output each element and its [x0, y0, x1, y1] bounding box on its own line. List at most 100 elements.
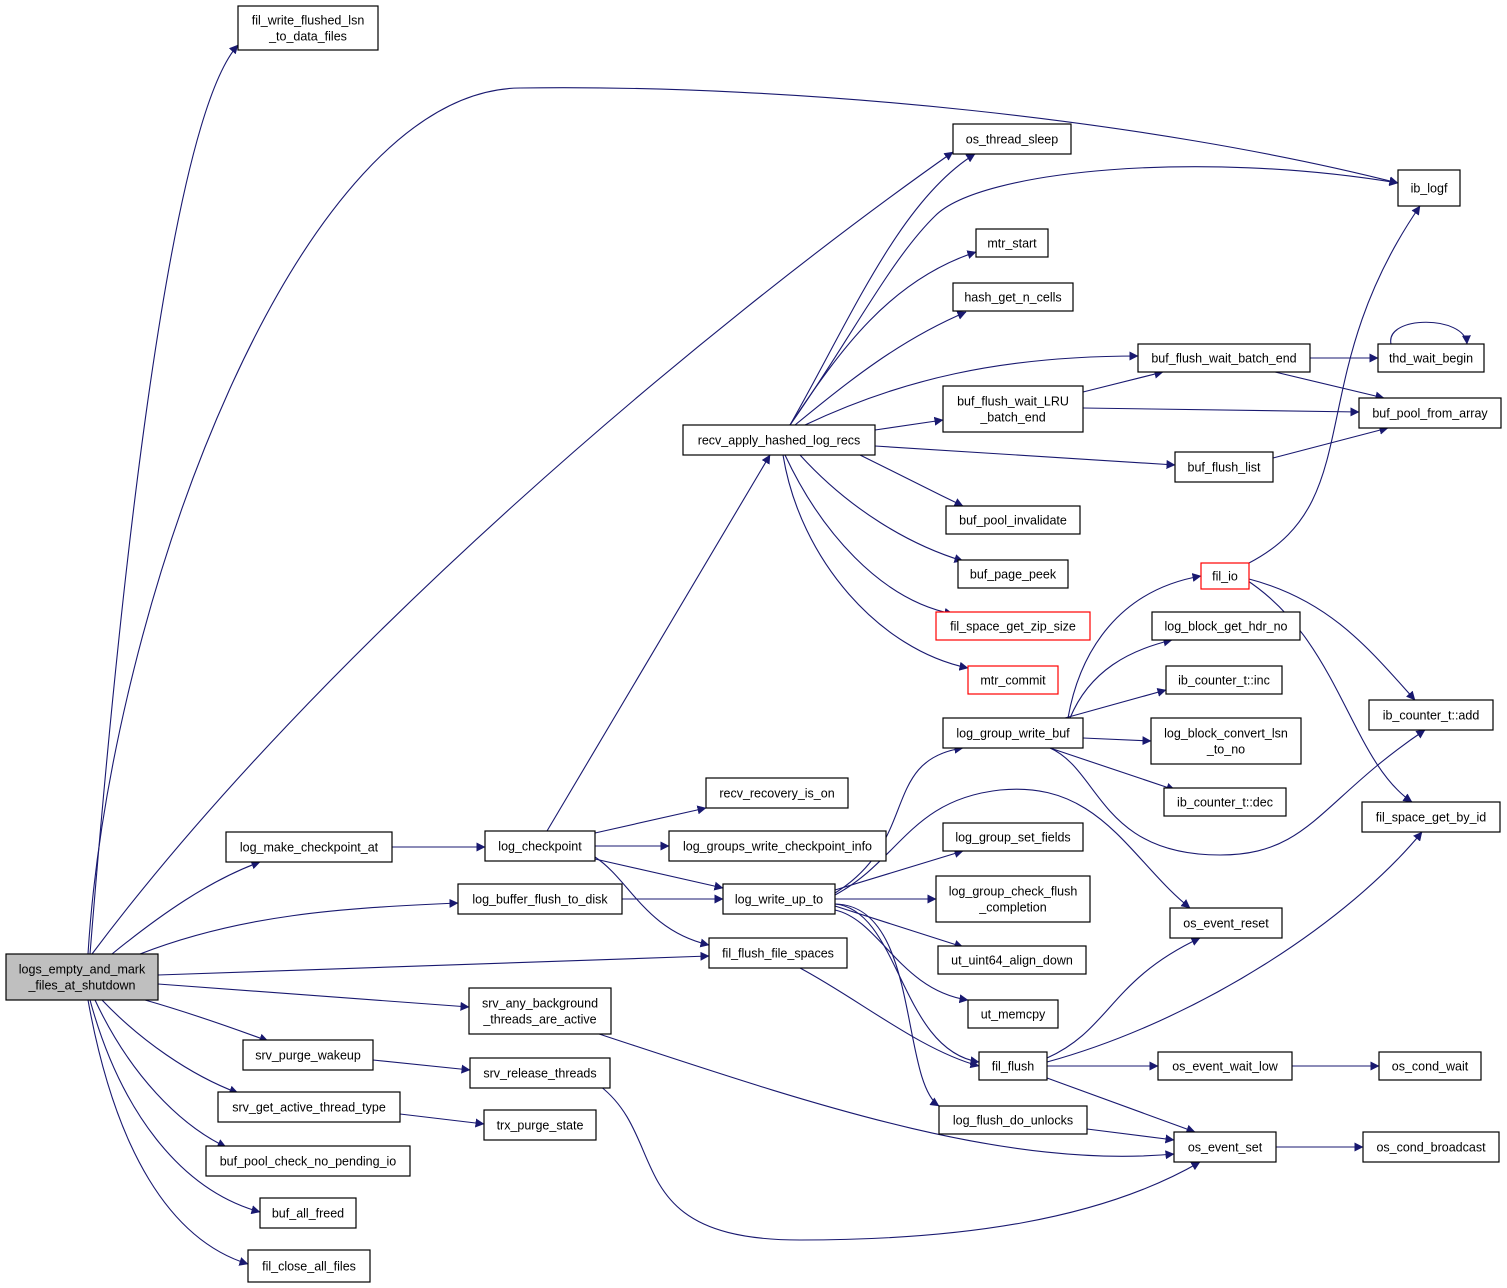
- node-log-groups-write-checkpoint-info[interactable]: log_groups_write_checkpoint_info: [668, 830, 887, 862]
- node-mtr-start[interactable]: mtr_start: [975, 228, 1049, 258]
- node-buf-pool-from-array[interactable]: buf_pool_from_array: [1358, 397, 1502, 429]
- node-recv-apply[interactable]: recv_apply_hashed_log_recs: [682, 424, 876, 456]
- node-os-event-wait-low[interactable]: os_event_wait_low: [1157, 1051, 1293, 1081]
- node-ib-counter-add[interactable]: ib_counter_t::add: [1368, 699, 1494, 731]
- node-os-cond-broadcast[interactable]: os_cond_broadcast: [1362, 1131, 1500, 1163]
- node-os-cond-wait[interactable]: os_cond_wait: [1378, 1051, 1482, 1081]
- node-ib-counter-dec[interactable]: ib_counter_t::dec: [1163, 787, 1287, 817]
- node-box: [457, 883, 623, 915]
- node-log-buffer-flush-to-disk[interactable]: log_buffer_flush_to_disk: [457, 883, 623, 915]
- node-ut-memcpy[interactable]: ut_memcpy: [967, 999, 1059, 1029]
- node-box: [975, 228, 1049, 258]
- node-log-checkpoint[interactable]: log_checkpoint: [484, 830, 596, 862]
- node-root[interactable]: logs_empty_and_mark_files_at_shutdown: [5, 953, 159, 1001]
- node-box: [942, 822, 1084, 852]
- node-label: mtr_commit: [980, 674, 1046, 688]
- node-hash-get-n-cells[interactable]: hash_get_n_cells: [952, 282, 1074, 312]
- node-log-block-convert[interactable]: log_block_convert_lsn_to_no: [1150, 717, 1302, 765]
- edge-root-to-log_make_checkpoint_at: [111, 860, 261, 955]
- node-fil-space-get-zip-size[interactable]: fil_space_get_zip_size: [935, 611, 1091, 641]
- node-trx-purge-state[interactable]: trx_purge_state: [483, 1109, 597, 1141]
- node-box: [705, 777, 849, 809]
- node-box: [1137, 343, 1311, 373]
- node-os-event-reset[interactable]: os_event_reset: [1169, 907, 1283, 939]
- node-box: [217, 1091, 401, 1123]
- edge-buf_flush_list-to-buf_pool_from_array: [1272, 425, 1389, 459]
- edge-log_write_up_to-to-ut_uint64_align_down: [834, 905, 964, 949]
- node-label: os_event_reset: [1183, 917, 1269, 931]
- node-srv-any-background[interactable]: srv_any_background_threads_are_active: [468, 987, 612, 1035]
- node-box: [242, 1039, 374, 1071]
- node-box: [1362, 1131, 1500, 1163]
- node-buf-all-freed[interactable]: buf_all_freed: [259, 1197, 357, 1229]
- edge-recv_apply-to-buf_flush_wait_LRU: [874, 416, 944, 431]
- node-fil-flush-file-spaces[interactable]: fil_flush_file_spaces: [708, 937, 848, 969]
- node-fil-close-all-files[interactable]: fil_close_all_files: [247, 1249, 371, 1283]
- node-box: [484, 830, 596, 862]
- node-srv-get-active-thread-type[interactable]: srv_get_active_thread_type: [217, 1091, 401, 1123]
- node-buf-page-peek[interactable]: buf_page_peek: [957, 559, 1069, 589]
- node-box: [967, 665, 1059, 695]
- node-buf-flush-wait-batch-end[interactable]: buf_flush_wait_batch_end: [1137, 343, 1311, 373]
- edge-fil_flush-to-os_event_reset: [1046, 937, 1201, 1059]
- node-fil-space-get-by-id[interactable]: fil_space_get_by_id: [1361, 801, 1501, 833]
- node-ib-counter-inc[interactable]: ib_counter_t::inc: [1165, 665, 1283, 695]
- node-log-group-write-buf[interactable]: log_group_write_buf: [942, 717, 1084, 749]
- node-ib-logf[interactable]: ib_logf: [1397, 169, 1461, 207]
- node-log-group-set-fields[interactable]: log_group_set_fields: [942, 822, 1084, 852]
- edge-log_group_write_buf-to-fil_io: [1067, 573, 1202, 719]
- node-os-event-set[interactable]: os_event_set: [1173, 1131, 1277, 1163]
- node-srv-release-threads[interactable]: srv_release_threads: [469, 1057, 611, 1089]
- node-label: ut_memcpy: [981, 1008, 1046, 1022]
- node-log-flush-do-unlocks[interactable]: log_flush_do_unlocks: [938, 1105, 1088, 1135]
- node-label: _to_no: [1206, 743, 1245, 757]
- node-label: fil_close_all_files: [262, 1260, 356, 1274]
- node-buf-flush-list[interactable]: buf_flush_list: [1174, 451, 1274, 483]
- node-box: [708, 937, 848, 969]
- node-buf-pool-check-no-pending-io[interactable]: buf_pool_check_no_pending_io: [205, 1145, 411, 1177]
- node-log-make-checkpoint-at[interactable]: log_make_checkpoint_at: [225, 831, 393, 863]
- edge-root-to-srv_get_active_thread_type: [101, 999, 239, 1095]
- node-label: os_cond_wait: [1392, 1060, 1469, 1074]
- node-mtr-commit[interactable]: mtr_commit: [967, 665, 1059, 695]
- node-fil-io[interactable]: fil_io: [1200, 562, 1250, 590]
- node-log-write-up-to[interactable]: log_write_up_to: [722, 883, 836, 915]
- node-thd-wait-begin[interactable]: thd_wait_begin: [1377, 343, 1485, 373]
- edge-log_checkpoint-to-fil_flush_file_spaces: [594, 856, 710, 948]
- edge-log_write_up_to-to-log_flush_do_unlocks: [834, 903, 940, 1107]
- node-box: [225, 831, 393, 863]
- edge-recv_apply-to-hash_get_n_cells: [794, 311, 967, 426]
- node-log-block-get-hdr-no[interactable]: log_block_get_hdr_no: [1151, 611, 1301, 641]
- edge-root-to-fil_flush_file_spaces: [157, 951, 710, 976]
- node-box: [1174, 451, 1274, 483]
- node-fil-flush[interactable]: fil_flush: [978, 1051, 1048, 1081]
- edge-fil_io-to-ib_counter_add: [1248, 578, 1416, 701]
- node-box: [1165, 665, 1283, 695]
- node-buf-pool-invalidate[interactable]: buf_pool_invalidate: [945, 505, 1081, 535]
- node-label: srv_any_background: [482, 997, 598, 1011]
- edge-log_group_write_buf-to-ib_counter_add: [1049, 729, 1426, 856]
- node-box: [1150, 717, 1302, 765]
- node-label: buf_flush_list: [1188, 461, 1261, 475]
- node-srv-purge-wakeup[interactable]: srv_purge_wakeup: [242, 1039, 374, 1071]
- node-label: buf_flush_wait_batch_end: [1151, 352, 1296, 366]
- node-label: os_event_wait_low: [1172, 1060, 1279, 1074]
- edge-root-to-srv_any_background: [157, 983, 470, 1011]
- node-os-thread-sleep[interactable]: os_thread_sleep: [952, 123, 1072, 155]
- node-ut-uint64-align-down[interactable]: ut_uint64_align_down: [937, 945, 1087, 975]
- edge-recv_apply-to-ib_logf: [789, 166, 1399, 426]
- edge-root-to-os_thread_sleep: [91, 151, 954, 955]
- edge-root-to-buf_pool_check_no_pending_io: [94, 999, 227, 1148]
- edge-log_write_up_to-to-log_group_write_buf: [834, 744, 964, 894]
- node-label: os_cond_broadcast: [1376, 1141, 1486, 1155]
- node-label: fil_write_flushed_lsn: [252, 14, 365, 28]
- edge-root-to-buf_all_freed: [89, 999, 261, 1215]
- node-box: [938, 1105, 1088, 1135]
- node-label: srv_release_threads: [483, 1067, 596, 1081]
- node-log-group-check-flush[interactable]: log_group_check_flush_completion: [935, 875, 1091, 923]
- node-box: [483, 1109, 597, 1141]
- node-buf-flush-wait-LRU[interactable]: buf_flush_wait_LRU_batch_end: [942, 385, 1084, 433]
- node-label: ib_logf: [1411, 182, 1448, 196]
- node-fil-write-flushed[interactable]: fil_write_flushed_lsn_to_data_files: [237, 5, 379, 51]
- node-recv-recovery-is-on[interactable]: recv_recovery_is_on: [705, 777, 849, 809]
